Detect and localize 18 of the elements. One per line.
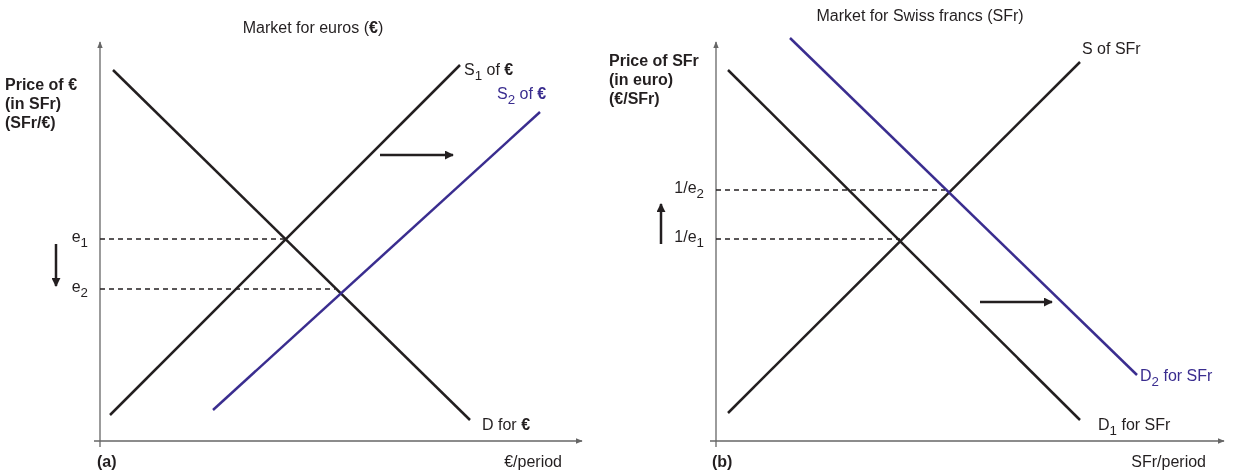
- curve-label: D$_{2}$ for SFr: [1140, 366, 1213, 390]
- axis-tick-label: 1/e$_{1}$: [674, 227, 704, 251]
- axis-tick-label: e$_{1}$: [71, 227, 88, 251]
- axis-tick-label: 1/e$_{2}$: [674, 178, 704, 202]
- curve-label: D for €: [482, 415, 531, 435]
- curve-label: S$_{2}$ of €: [497, 84, 547, 108]
- curve-label: S of SFr: [1082, 39, 1141, 59]
- curve-label: D$_{1}$ for SFr: [1098, 415, 1171, 439]
- chart-title: Market for euros (€): [242, 18, 384, 38]
- axis-label: €/period: [504, 452, 562, 472]
- panel-label: (a): [97, 452, 117, 472]
- panel-label: (b): [712, 452, 733, 472]
- axis-tick-label: e$_{2}$: [71, 277, 88, 301]
- curve-label: S$_{1}$ of €: [464, 60, 514, 84]
- axis-label: Price of € (in SFr) (SFr/€): [5, 75, 79, 133]
- axis-label: SFr/period: [1131, 452, 1206, 472]
- chart-title: Market for Swiss francs (SFr): [816, 6, 1024, 26]
- axis-label: Price of SFr (in euro) (€/SFr): [609, 51, 700, 109]
